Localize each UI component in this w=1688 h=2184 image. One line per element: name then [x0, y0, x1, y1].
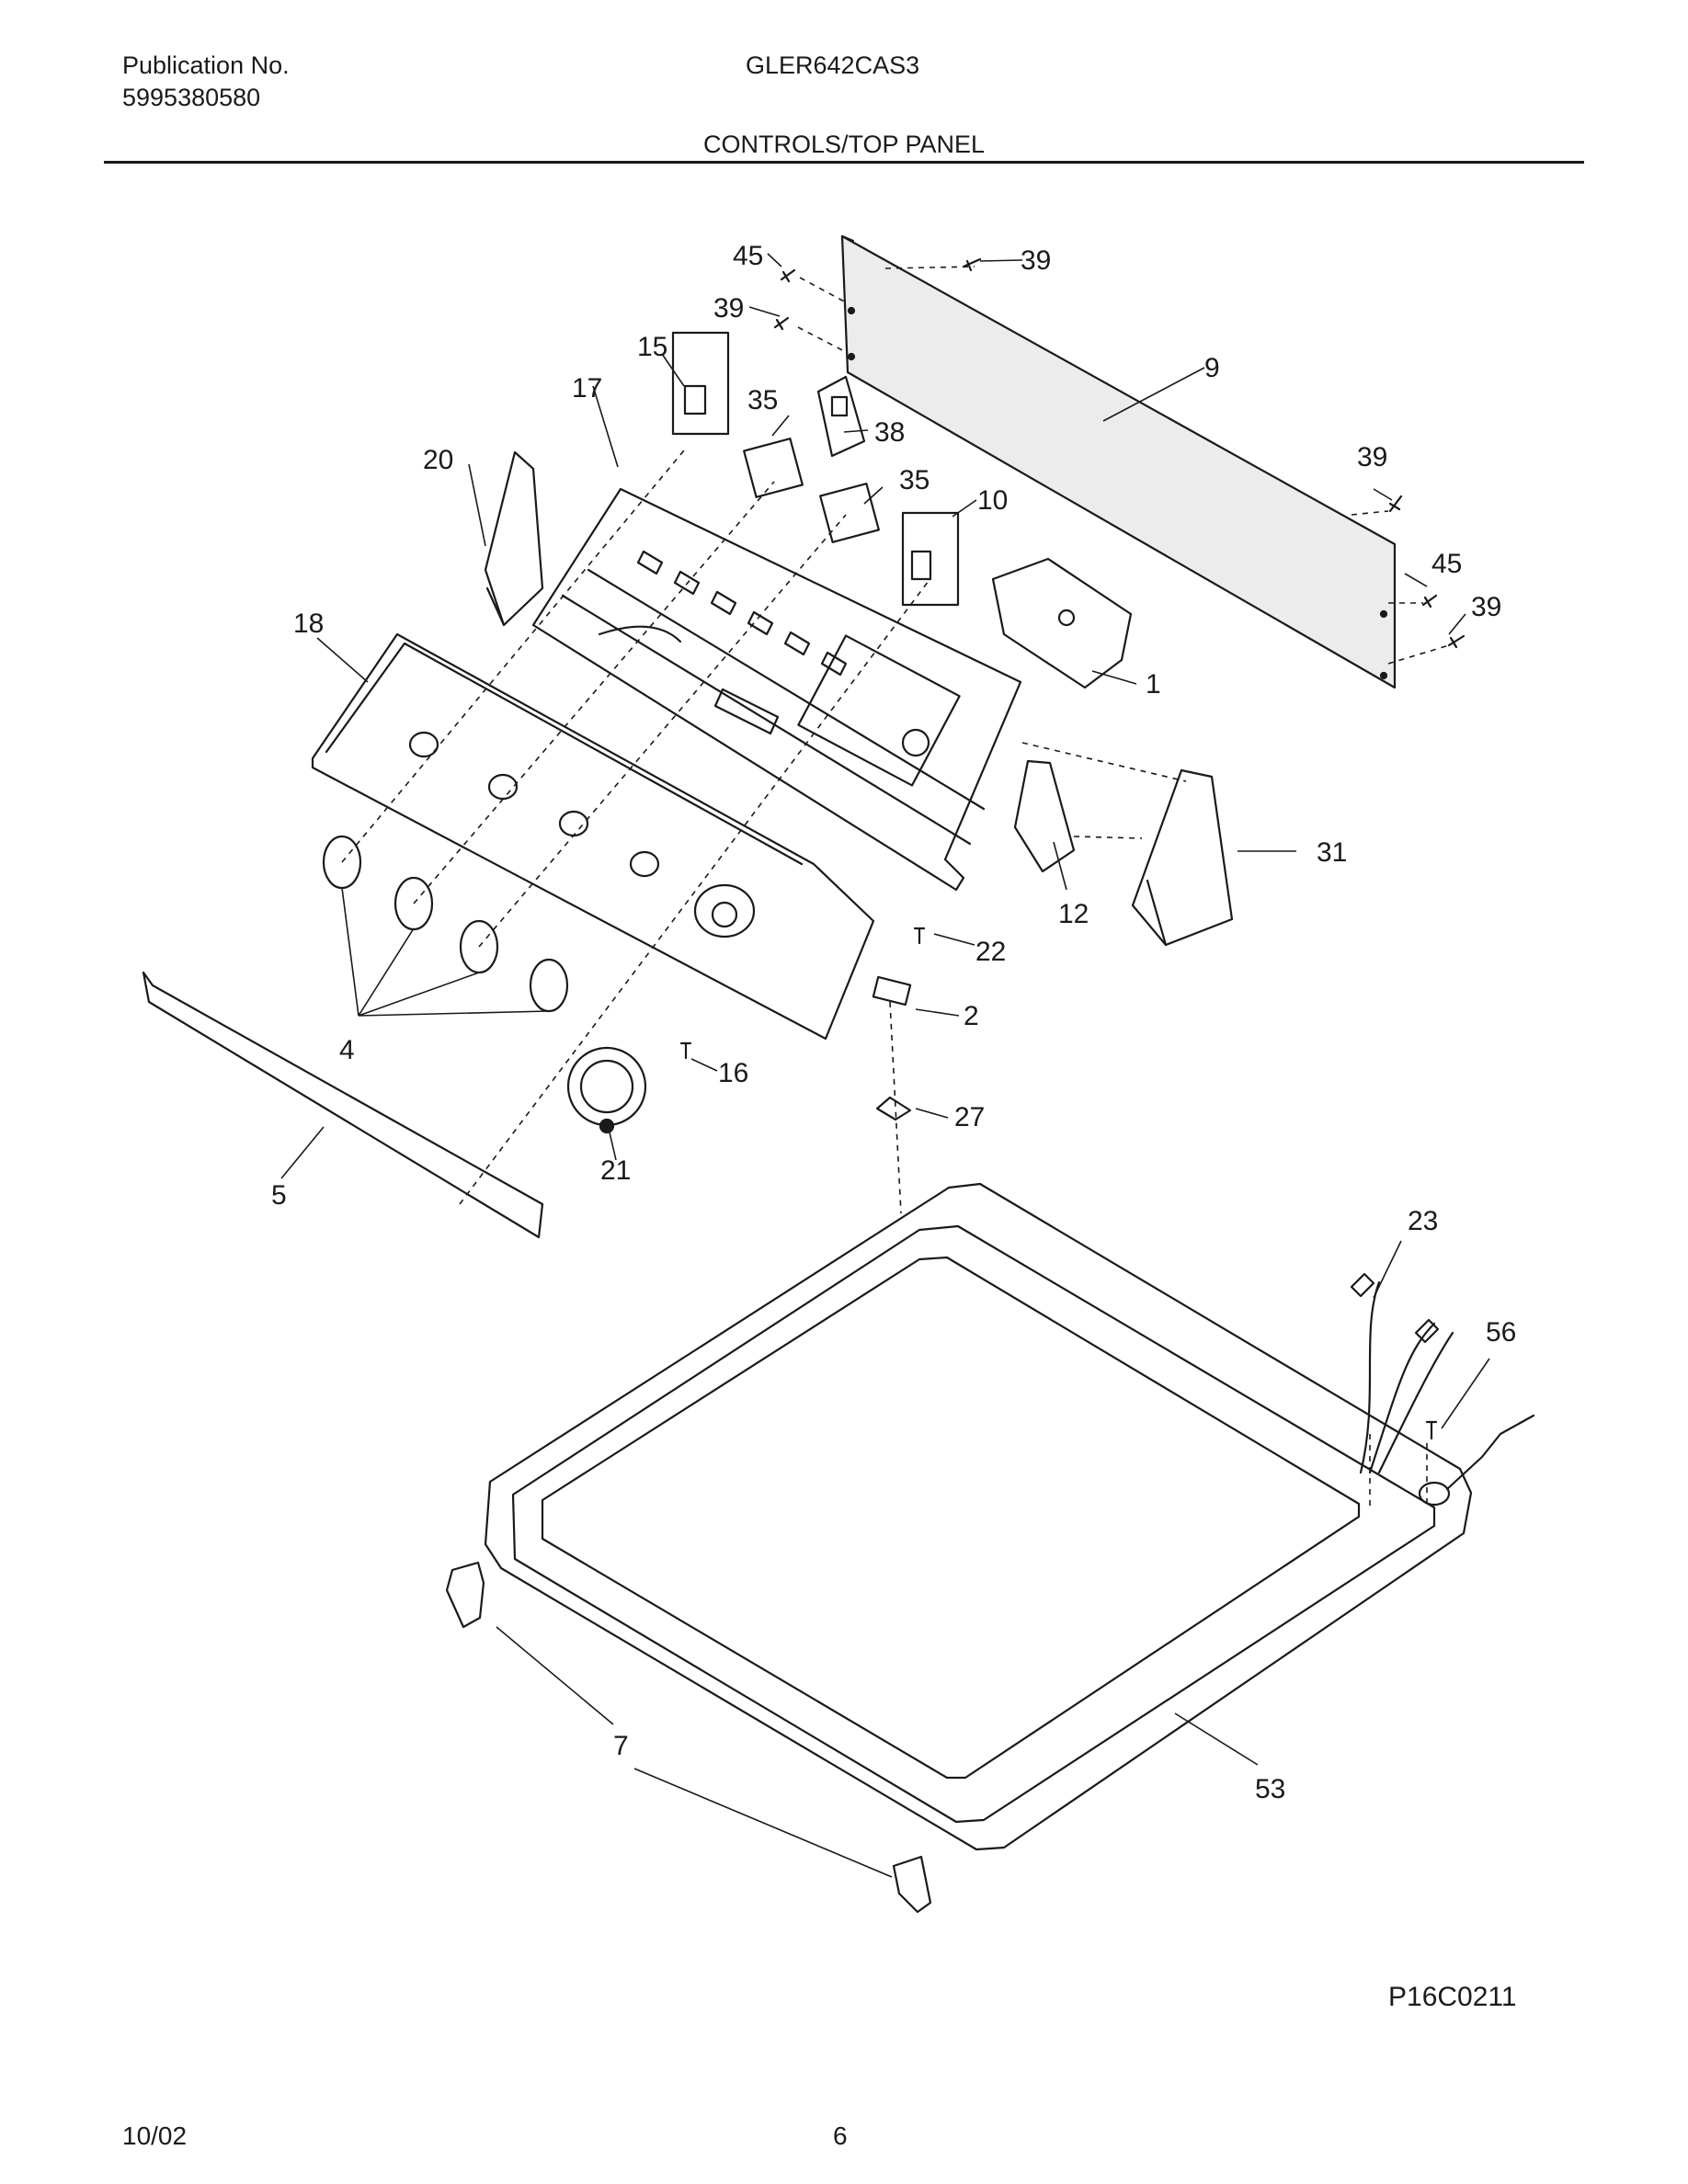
callout-label: 56 [1486, 1317, 1516, 1348]
callout-label: 38 [874, 417, 905, 448]
leader-lines [280, 253, 1490, 1878]
temp-switch-part-b [819, 483, 880, 543]
section-title: CONTROLS/TOP PANEL [702, 131, 986, 158]
publication-number: 5995380580 [122, 84, 261, 111]
callout-label: 35 [747, 385, 778, 415]
callout-label: 21 [600, 1155, 631, 1186]
callout-label: 2 [964, 1001, 979, 1031]
rear-panel-part [840, 234, 1397, 689]
callout-label: 4 [339, 1035, 355, 1065]
hinge-part-right [892, 1855, 932, 1914]
callout-label: 45 [1431, 549, 1462, 579]
callout-label: 15 [637, 332, 667, 362]
callout-label: 31 [1317, 837, 1347, 868]
callout-label: 39 [713, 293, 744, 324]
left-endcap-part [484, 450, 544, 627]
callout-labels: 45 39 39 9 15 17 35 38 35 10 20 39 45 39… [271, 241, 1516, 1804]
publication-label: Publication No. [122, 51, 290, 79]
callout-label: 45 [733, 241, 763, 271]
timer-switch-part [901, 511, 960, 607]
header-rule [104, 161, 1584, 164]
temp-switch-part-a [743, 438, 804, 498]
callout-label: 23 [1408, 1206, 1438, 1236]
control-panel-overlay-part [311, 632, 875, 1041]
callout-label: 39 [1021, 245, 1051, 276]
callout-label: 12 [1058, 899, 1089, 929]
callout-label: 10 [977, 485, 1008, 516]
assembly-guide-lines [341, 266, 1450, 1507]
callout-label: 18 [293, 609, 324, 639]
callout-label: 35 [899, 465, 930, 495]
callout-label: 1 [1146, 669, 1161, 700]
callout-label: 39 [1471, 592, 1501, 622]
top-panel-part [484, 1182, 1473, 1851]
callout-label: 9 [1204, 353, 1220, 383]
timer-knob-part [566, 1046, 647, 1134]
circuit-board-part [1013, 759, 1076, 873]
callout-label: 20 [423, 445, 453, 475]
lamp-socket-part [872, 975, 912, 1007]
trim-strip-part [142, 971, 544, 1239]
callout-label: 5 [271, 1180, 287, 1211]
callout-label: 17 [572, 373, 602, 404]
callout-label: 16 [718, 1058, 748, 1088]
right-endcap-part [1131, 768, 1234, 947]
model-number: GLER642CAS3 [746, 51, 920, 79]
screws [679, 257, 1466, 1440]
page-number: 6 [833, 2121, 848, 2150]
push-switch-part [816, 375, 866, 458]
lamp-bracket-part [875, 1096, 912, 1121]
callout-label: 7 [613, 1731, 629, 1761]
control-console-part [531, 487, 1022, 892]
callout-label: 39 [1357, 442, 1387, 472]
timer-part [991, 557, 1133, 689]
wire-harness-part [1350, 1272, 1535, 1507]
figure-id: P16C0211 [1388, 1982, 1517, 2012]
callout-label: 27 [954, 1102, 985, 1132]
callout-label: 22 [975, 937, 1006, 967]
hinge-part-left [445, 1561, 485, 1629]
publication-date: 10/02 [122, 2121, 188, 2150]
callout-label: 53 [1255, 1774, 1285, 1804]
